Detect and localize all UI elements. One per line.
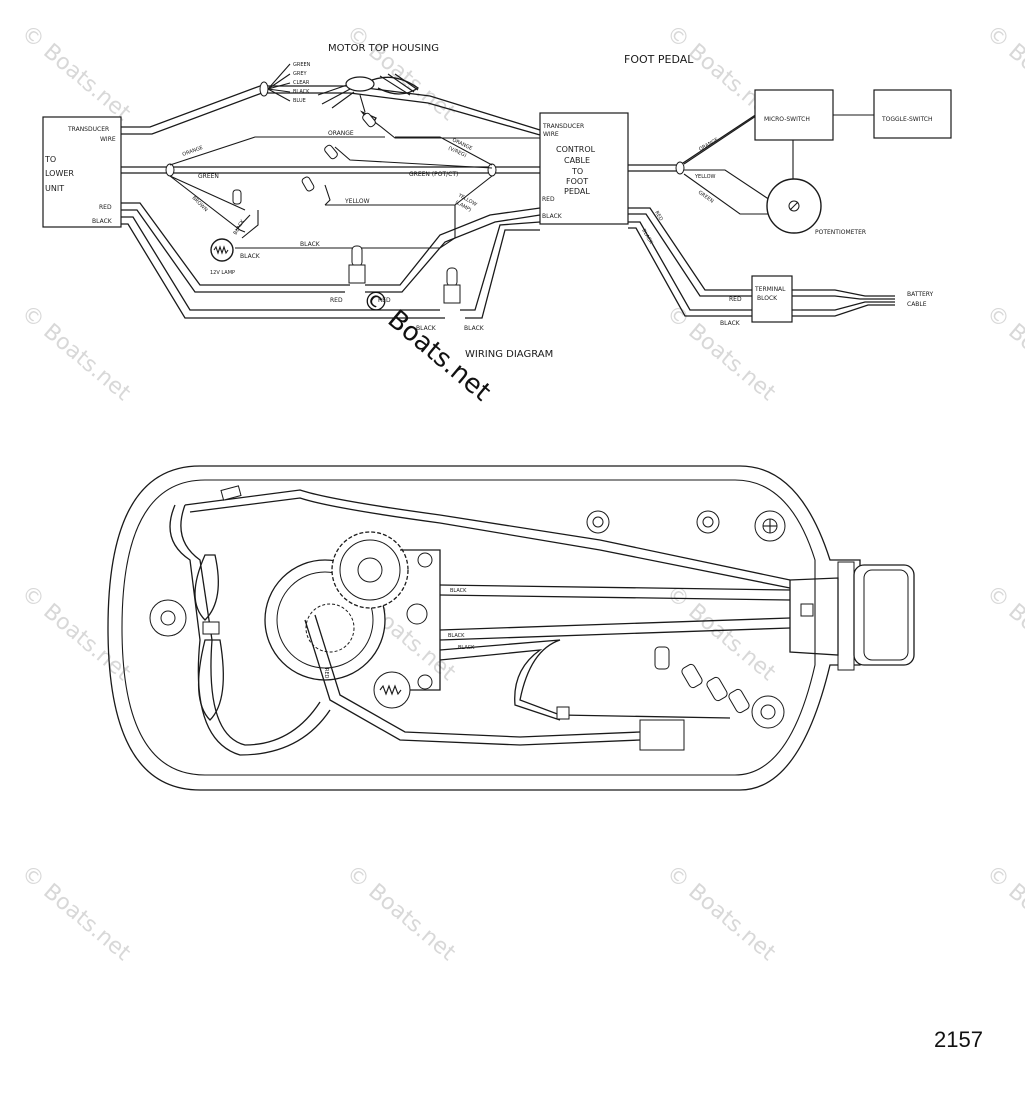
center-watermark: © Boats.net	[356, 282, 497, 407]
svg-text:RED: RED	[542, 196, 555, 203]
watermark: © Boats.net	[16, 580, 135, 686]
svg-text:POTENTIOMETER: POTENTIOMETER	[815, 229, 866, 236]
svg-text:TOGGLE-SWITCH: TOGGLE-SWITCH	[881, 116, 933, 123]
svg-text:LOWER: LOWER	[45, 169, 74, 178]
svg-text:TERMINAL: TERMINAL	[754, 286, 786, 293]
svg-text:YELLOW: YELLOW	[694, 174, 716, 180]
svg-text:WIRE: WIRE	[100, 136, 116, 143]
svg-text:12V LAMP: 12V LAMP	[210, 270, 235, 276]
svg-text:CLEAR: CLEAR	[293, 80, 310, 86]
svg-text:TRANSDUCER: TRANSDUCER	[542, 123, 584, 130]
motor-top-housing-label: MOTOR TOP HOUSING	[328, 43, 439, 54]
svg-text:GREEN: GREEN	[198, 173, 219, 180]
svg-text:ORANGE: ORANGE	[182, 145, 204, 158]
power-wires: RED RED BLACK BLACK	[121, 202, 541, 332]
svg-text:FOOT: FOOT	[566, 177, 588, 186]
svg-text:BATTERY: BATTERY	[907, 291, 934, 298]
svg-text:BLACK: BLACK	[293, 89, 310, 95]
svg-text:MICRO-SWITCH: MICRO-SWITCH	[764, 116, 810, 123]
watermark: © Boats.net	[981, 20, 1025, 126]
watermark: © Boats.net	[981, 300, 1025, 406]
watermark: © Boats.net	[16, 860, 135, 966]
transducer-cable	[121, 85, 541, 136]
svg-text:TRANSDUCER: TRANSDUCER	[67, 126, 109, 133]
svg-text:CABLE: CABLE	[564, 156, 590, 165]
svg-text:TO: TO	[571, 167, 583, 176]
svg-text:BLACK: BLACK	[640, 228, 654, 246]
watermark: © Boats.net	[981, 860, 1025, 966]
svg-text:BLACK: BLACK	[92, 218, 113, 225]
main-wires	[121, 136, 540, 249]
watermark: © Boats.net	[661, 860, 780, 966]
svg-text:BLACK: BLACK	[542, 213, 563, 220]
svg-text:BLACK: BLACK	[450, 588, 467, 594]
svg-text:RED: RED	[99, 204, 112, 211]
watermark: © Boats.net	[341, 20, 460, 126]
svg-text:UNIT: UNIT	[45, 184, 64, 193]
svg-text:GREEN: GREEN	[697, 190, 715, 205]
svg-text:RED: RED	[653, 210, 664, 222]
svg-text:PEDAL: PEDAL	[564, 187, 590, 196]
control-cable-box: TRANSDUCER WIRE CONTROL CABLE TO FOOT PE…	[539, 112, 629, 225]
svg-text:CABLE: CABLE	[907, 301, 927, 308]
svg-text:YELLOW: YELLOW	[344, 198, 370, 205]
svg-text:BLACK: BLACK	[300, 241, 321, 248]
svg-text:TO: TO	[44, 155, 56, 164]
svg-text:RED: RED	[330, 297, 343, 304]
watermark: © Boats.net	[341, 860, 460, 966]
svg-text:BLOCK: BLOCK	[757, 295, 778, 302]
svg-text:RED: RED	[729, 296, 742, 303]
svg-text:GREEN (POT/CT): GREEN (POT/CT)	[409, 171, 458, 178]
connectors	[232, 112, 461, 304]
foot-pedal-label: FOOT PEDAL	[624, 53, 694, 66]
svg-text:BLUE: BLUE	[293, 98, 306, 104]
svg-text:BLACK: BLACK	[720, 320, 741, 327]
svg-text:BLACK: BLACK	[464, 325, 485, 332]
svg-text:ORANGE: ORANGE	[698, 137, 720, 153]
lower-unit-box: TRANSDUCER WIRE TO LOWER UNIT RED BLACK	[42, 116, 122, 228]
svg-text:RED: RED	[378, 297, 391, 304]
12v-lamp	[210, 238, 234, 262]
svg-text:BLACK: BLACK	[233, 218, 247, 236]
watermark: © Boats.net	[16, 300, 135, 406]
svg-text:WIRE: WIRE	[543, 131, 559, 138]
motor-housing-illustration: BLACK BLACK BLACK RED	[107, 465, 915, 791]
svg-text:BLACK: BLACK	[458, 645, 475, 651]
watermarks: © Boats.net © Boats.net © Boats.net © Bo…	[16, 20, 1025, 966]
svg-text:RED: RED	[323, 668, 329, 679]
svg-text:GREY: GREY	[293, 71, 308, 77]
wiring-diagram-title: WIRING DIAGRAM	[465, 349, 553, 360]
svg-text:BLACK: BLACK	[416, 325, 437, 332]
svg-text:BLACK: BLACK	[240, 253, 261, 260]
svg-text:ORANGE: ORANGE	[328, 130, 354, 137]
watermark: © Boats.net	[16, 20, 135, 126]
svg-text:BLACK: BLACK	[448, 633, 465, 639]
part-number: 2157	[934, 1027, 983, 1052]
foot-pedal-wiring: ORANGE YELLOW GREEN MICRO-SWITCH TOGGLE-…	[628, 89, 952, 327]
svg-text:CONTROL: CONTROL	[556, 145, 596, 154]
watermark: © Boats.net	[661, 580, 780, 686]
svg-text:GREEN: GREEN	[293, 62, 311, 68]
watermark: © Boats.net	[981, 580, 1025, 686]
